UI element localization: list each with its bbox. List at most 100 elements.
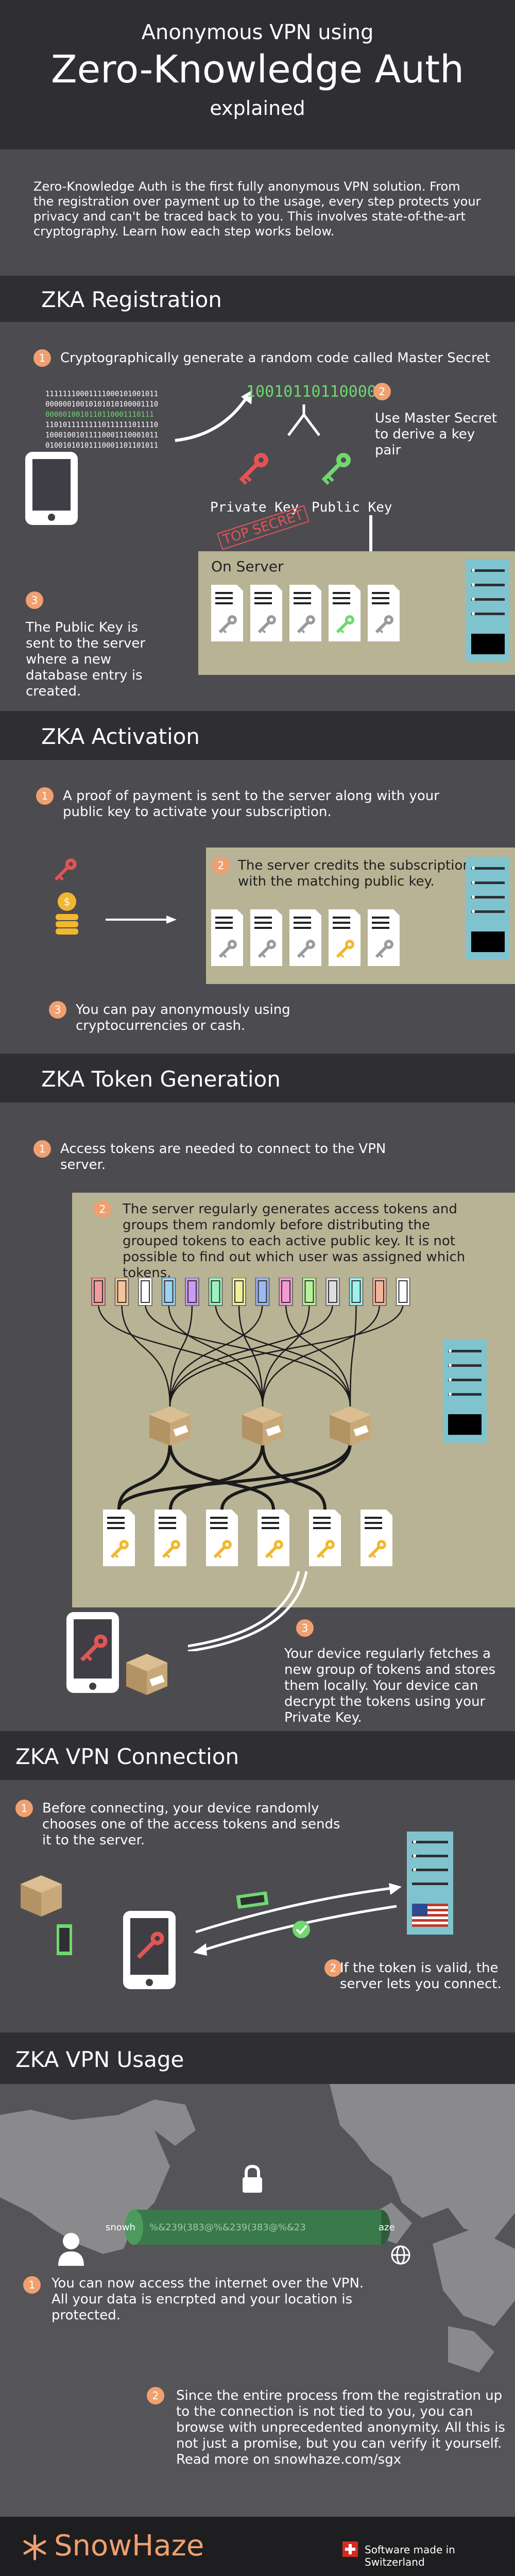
connection-title: ZKA VPN Connection: [15, 1744, 239, 1769]
tunnel-left-label: snowh: [106, 2222, 135, 2233]
access-token: [349, 1278, 364, 1306]
step-number: 1: [15, 1800, 33, 1817]
usage-title: ZKA VPN Usage: [15, 2047, 184, 2072]
fetch-arrows-icon: [187, 1571, 308, 1651]
send-arrow-icon: [106, 916, 177, 924]
tokens-title-bar: ZKA Token Generation: [0, 1054, 515, 1103]
token-distribution-diagram: [91, 1278, 487, 1566]
step-number: 3: [26, 591, 43, 609]
access-token: [232, 1278, 246, 1306]
registration-step-3-text: The Public Key is sent to the server whe…: [26, 620, 146, 699]
database-entry-document: [368, 585, 400, 641]
access-token: [372, 1278, 387, 1306]
token-link: [144, 1303, 351, 1407]
connection-section: 1 Before connecting, your device randoml…: [0, 1780, 515, 2032]
phone-icon: [25, 452, 78, 525]
registration-title: ZKA Registration: [41, 287, 222, 312]
token-group-package: [149, 1406, 191, 1446]
access-token: [279, 1278, 293, 1306]
step-text: You can pay anonymously using cryptocurr…: [76, 1002, 290, 1033]
title-line-1: Anonymous VPN using: [141, 21, 374, 44]
snowhaze-logo[interactable]: SnowHaze: [54, 2529, 204, 2563]
token-link: [121, 1303, 171, 1407]
bit-row: 11010111111110111111011110: [45, 421, 159, 429]
activation-step-2-text: The server credits the subscription with…: [238, 858, 471, 889]
tunnel-right-label: aze: [379, 2222, 395, 2233]
public-key-icon: [321, 453, 351, 485]
step-number: 2: [147, 2387, 164, 2404]
registration-step-2-text: Use Master Secret to derive a key pair: [375, 411, 497, 458]
activation-section: 1 A proof of payment is sent to the serv…: [0, 760, 515, 1054]
header-section: Anonymous VPN using Zero-Knowledge Auth …: [0, 0, 515, 149]
bit-row: 10001001011110001110001011: [45, 431, 159, 439]
usage-step-1-text: You can now access the internet over the…: [52, 2276, 364, 2323]
private-key-label: Private Key: [210, 500, 299, 515]
footer: SnowHaze Software made in Switzerland: [0, 2517, 515, 2576]
tokens-step-2: 2: [94, 1200, 121, 1218]
database-entry-document: [250, 909, 282, 966]
database-entry-document: [250, 585, 282, 641]
step-number: 3: [296, 1619, 314, 1637]
token-link: [169, 1303, 404, 1407]
token-link: [169, 1303, 263, 1407]
bit-row: 00000010010101010100001110: [45, 400, 159, 409]
vpn-tunnel: [125, 2210, 390, 2245]
token-link: [285, 1303, 351, 1407]
globe-icon: [391, 2245, 410, 2265]
user-entry-document: [360, 1510, 392, 1566]
user-entry-document: [258, 1510, 289, 1566]
database-entry-document: [368, 909, 400, 966]
group-link: [117, 1442, 352, 1510]
tokens-section: 1 Access tokens are needed to connect to…: [0, 1103, 515, 1731]
usage-step-1: 1: [23, 2276, 50, 2294]
public-key-small-icon: [54, 858, 77, 881]
fork-arrow-icon: [287, 404, 320, 436]
snowflake-icon: [23, 2534, 46, 2561]
database-entry-document: [329, 909, 360, 966]
connection-title-bar: ZKA VPN Connection: [0, 1731, 515, 1780]
step-number: 1: [36, 787, 54, 805]
activation-title: ZKA Activation: [41, 724, 200, 749]
access-token: [91, 1278, 106, 1306]
bit-row: 11111110001111000101001011: [45, 390, 159, 398]
activation-step-3: 3 You can pay anonymously using cryptocu…: [49, 1001, 358, 1034]
lock-icon: [243, 2164, 262, 2193]
registration-step-2: 2: [373, 383, 502, 400]
token-link: [169, 1303, 193, 1407]
user-entry-document: [309, 1510, 341, 1566]
us-server-icon: [407, 1832, 453, 1935]
token-link: [262, 1303, 381, 1407]
tokens-step-3: 3: [296, 1619, 323, 1637]
subscription-entries: [211, 909, 400, 966]
arrow-to-master-icon: [175, 390, 252, 442]
header-title: Anonymous VPN using Zero-Knowledge Auth …: [0, 0, 515, 120]
token-link: [349, 1303, 357, 1407]
step-text: Cryptographically generate a random code…: [60, 350, 490, 366]
registration-step-3: 3: [26, 591, 53, 609]
access-token: [302, 1278, 317, 1306]
activation-step-2: 2: [212, 857, 239, 874]
step-number: 2: [212, 857, 230, 874]
connection-package-icon: [21, 1875, 62, 1917]
step-number: 1: [33, 349, 51, 367]
access-token: [255, 1278, 270, 1306]
database-entry-document: [211, 909, 243, 966]
private-key-icon: [239, 453, 268, 485]
registration-section: 1 Cryptographically generate a random co…: [0, 322, 515, 711]
database-entry-document: [329, 585, 360, 641]
access-token: [185, 1278, 199, 1306]
user-location-icon: [58, 2233, 84, 2266]
server-icon: [466, 857, 510, 962]
token-server: [443, 1340, 487, 1443]
access-token: [114, 1278, 129, 1306]
activation-step-1: 1 A proof of payment is sent to the serv…: [36, 787, 474, 820]
user-entry-document: [206, 1510, 238, 1566]
intro-section: Zero-Knowledge Auth is the first fully a…: [0, 149, 515, 276]
step-number: 2: [94, 1200, 111, 1218]
group-link: [117, 1442, 171, 1510]
connection-step-1: 1 Before connecting, your device randoml…: [15, 1800, 345, 1849]
access-token: [161, 1278, 176, 1306]
step-text: A proof of payment is sent to the server…: [63, 788, 439, 820]
bit-row: 0000010010110110001110111: [45, 411, 154, 419]
step-text: Access tokens are needed to connect to t…: [60, 1141, 386, 1173]
